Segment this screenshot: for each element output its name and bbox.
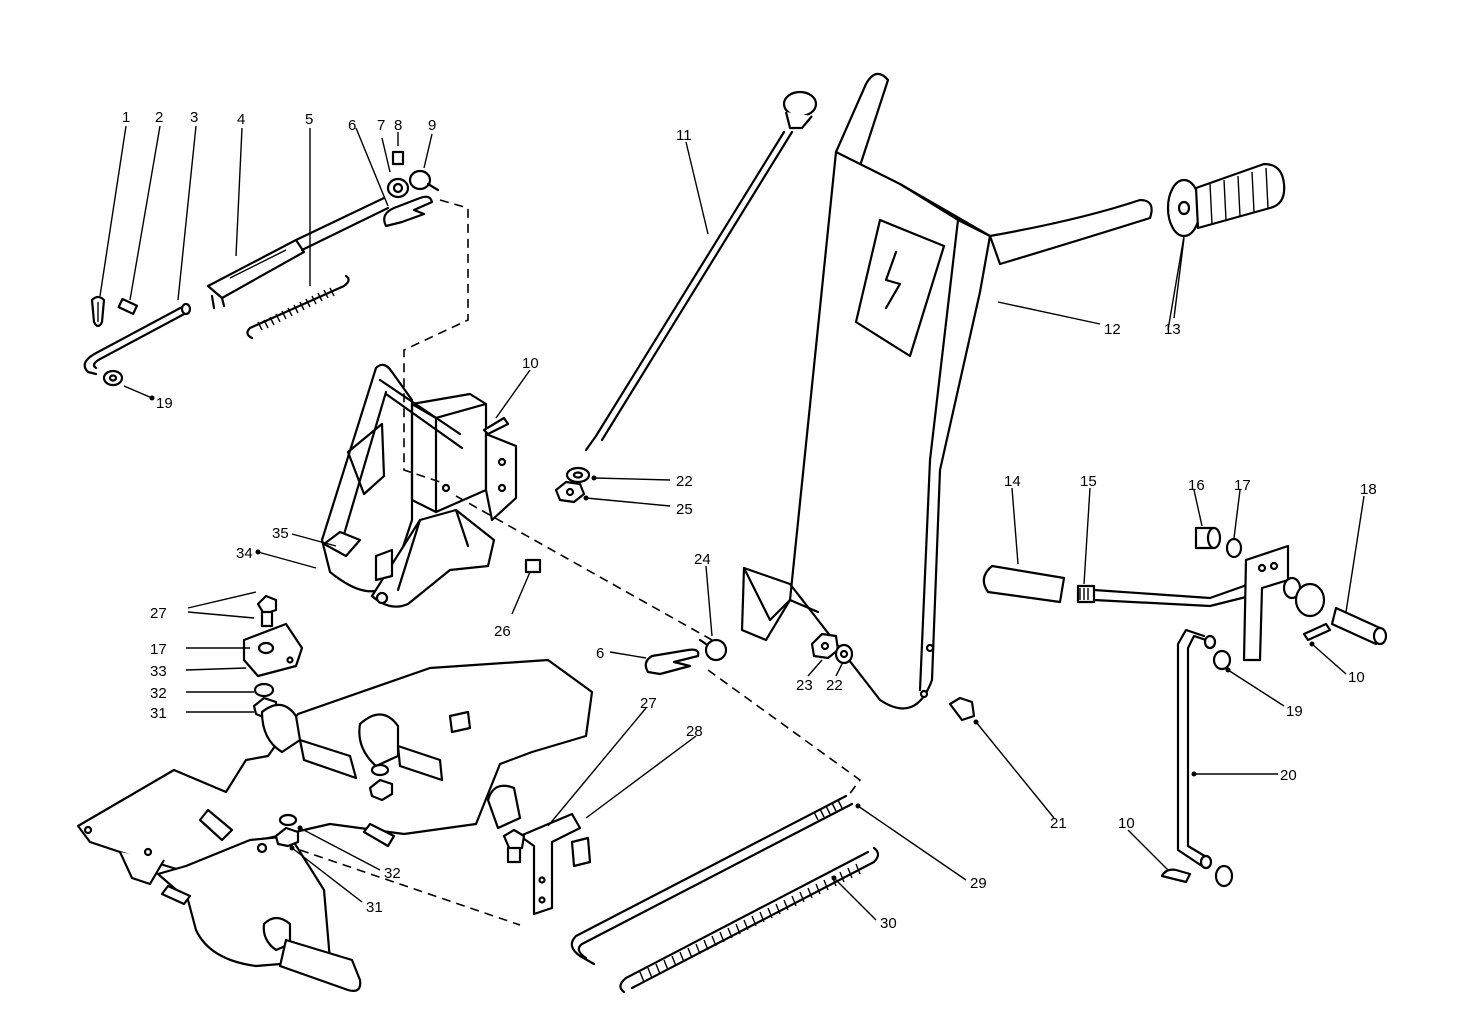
part-22-washer-upper: [565, 466, 591, 484]
part-20-link-rod: [1176, 628, 1217, 870]
part-10-cotter-pin-lower: [1160, 868, 1192, 884]
callout-8: 8: [394, 117, 402, 134]
callout-30: 30: [880, 915, 897, 932]
part-27-bolt-upper: [256, 594, 278, 628]
part-6-hairpin-clip-lower: [644, 648, 700, 676]
callout-32-lower: 32: [384, 865, 401, 882]
callout-28: 28: [686, 723, 703, 740]
part-10-cotter-pin-right: [1302, 622, 1332, 642]
callout-27-lower: 27: [640, 695, 657, 712]
callout-1: 1: [122, 109, 130, 126]
part-16-bushing-right: [1294, 582, 1326, 618]
callout-18: 18: [1360, 481, 1377, 498]
part-6-hairpin-clip: [383, 195, 434, 228]
part-32-lockwasher-upper: [253, 682, 275, 698]
callout-17-left: 17: [150, 641, 167, 658]
callout-22-upper: 22: [676, 473, 693, 490]
callout-16: 16: [1188, 477, 1205, 494]
callout-29: 29: [970, 875, 987, 892]
callout-17-right: 17: [1234, 477, 1251, 494]
part-9-ferrule: [408, 169, 440, 192]
callout-19-left: 19: [156, 395, 173, 412]
part-28-bracket: [518, 812, 592, 916]
callout-3: 3: [190, 109, 198, 126]
callout-6: 6: [348, 117, 356, 134]
transmission-plate-assembly: [76, 658, 594, 992]
callout-11: 11: [676, 127, 692, 144]
part-23-nut: [810, 632, 840, 660]
part-32-31-nut-washer-lower: [274, 763, 394, 848]
part-2-key: [117, 297, 139, 316]
callout-35: 35: [272, 525, 289, 542]
part-8-screw: [391, 150, 405, 166]
callout-2: 2: [155, 109, 163, 126]
callout-33: 33: [150, 663, 167, 680]
part-13-grip: [1166, 162, 1286, 238]
callout-4: 4: [237, 111, 245, 128]
part-10-cotter-pin-upper: [482, 416, 510, 436]
part-7-bushing: [386, 177, 410, 199]
leader-lines: [99, 125, 1365, 921]
part-22-washer-lower: [834, 643, 854, 665]
callout-34: 34: [236, 545, 253, 562]
callout-14: 14: [1004, 473, 1021, 490]
callout-31-upper: 31: [150, 705, 167, 722]
part-12-handle-console: [740, 72, 1153, 710]
part-15-lever-rod: [1076, 572, 1272, 608]
part-3-rod: [83, 302, 192, 376]
leader-dots: [149, 395, 1315, 881]
part-19-washer: [102, 369, 124, 387]
callout-15: 15: [1080, 473, 1097, 490]
callout-7: 7: [377, 117, 385, 134]
callout-31-lower: 31: [366, 899, 383, 916]
part-21-bolt: [948, 696, 976, 722]
callout-9: 9: [428, 117, 436, 134]
part-27-bolt-lower: [502, 828, 526, 864]
callout-25: 25: [676, 501, 693, 518]
callout-24: 24: [694, 551, 711, 568]
callout-10-upper: 10: [522, 355, 539, 372]
part-24-ferrule: [698, 638, 728, 662]
part-16-bushing: [1194, 526, 1222, 550]
callout-21: 21: [1050, 815, 1067, 832]
callout-5: 5: [305, 111, 313, 128]
callout-13: 13: [1164, 321, 1181, 338]
center-bracket-assembly: [320, 363, 518, 608]
part-1-cotter-pin: [90, 295, 106, 328]
callout-20: 20: [1280, 767, 1297, 784]
part-33-bracket: [242, 622, 304, 678]
callout-23: 23: [796, 677, 813, 694]
callout-22-lower: 22: [826, 677, 843, 694]
callout-12: 12: [1104, 321, 1121, 338]
callout-32-upper: 32: [150, 685, 167, 702]
callout-10-lower: 10: [1118, 815, 1135, 832]
right-lever-plate: [1242, 544, 1290, 662]
callout-6-lower: 6: [596, 645, 604, 662]
callout-10-right: 10: [1348, 669, 1365, 686]
part-14-knob: [982, 564, 1066, 604]
part-19-washer-lower: [1212, 649, 1232, 671]
callout-27-upper: 27: [150, 605, 167, 622]
part-25-nut: [554, 480, 586, 504]
part-29-rod: [570, 794, 854, 966]
callout-19-right: 19: [1286, 703, 1303, 720]
part-4-bracket-rod: [206, 196, 390, 310]
callout-labels: 1 2 3 4 5 6 7 8 9 19 10 11 12 13 22 25 3…: [122, 109, 1377, 932]
washer-lower-right: [1214, 864, 1234, 888]
part-17-washer: [1225, 537, 1243, 559]
part-18-pin: [1330, 606, 1388, 646]
callout-26: 26: [494, 623, 511, 640]
part-11-cable: [584, 90, 818, 452]
part-30-spring: [619, 846, 880, 994]
part-5-spring: [246, 274, 350, 340]
part-26-bolt: [524, 558, 542, 574]
